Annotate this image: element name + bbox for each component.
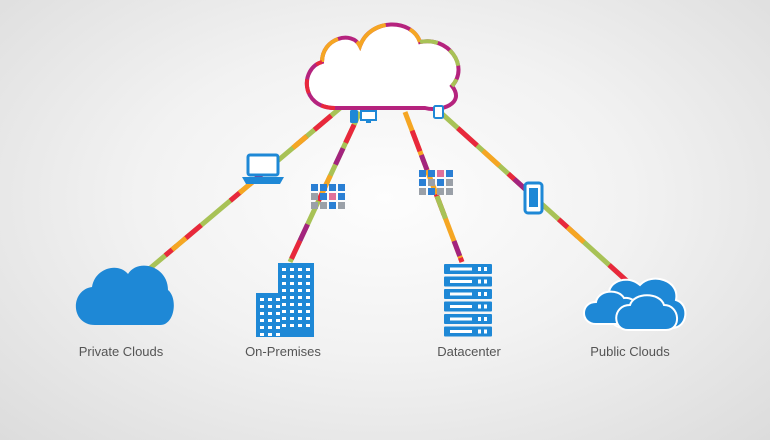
node-label-private-clouds: Private Clouds <box>78 344 164 359</box>
smartphone-icon <box>523 181 544 215</box>
node-label-public-clouds: Public Clouds <box>590 344 670 359</box>
phone-icon <box>350 110 358 123</box>
connection-lines <box>146 102 630 284</box>
tablet-icon <box>433 105 444 119</box>
node-label-on-premises: On-Premises <box>245 344 321 359</box>
connection-datacenter <box>402 111 465 263</box>
laptop-icon <box>242 153 284 184</box>
central-devices <box>350 105 444 123</box>
apps-grid-icon-left <box>311 184 345 209</box>
public-clouds-icon <box>583 277 687 331</box>
server-rack-icon <box>444 264 492 337</box>
private-cloud-icon <box>75 265 174 325</box>
apps-grid-icon-right <box>419 170 453 195</box>
central-cloud-icon <box>304 22 461 111</box>
connection-private-clouds <box>146 102 347 272</box>
node-label-datacenter: Datacenter <box>437 344 501 359</box>
building-icon <box>256 263 314 337</box>
monitor-icon <box>360 110 377 121</box>
